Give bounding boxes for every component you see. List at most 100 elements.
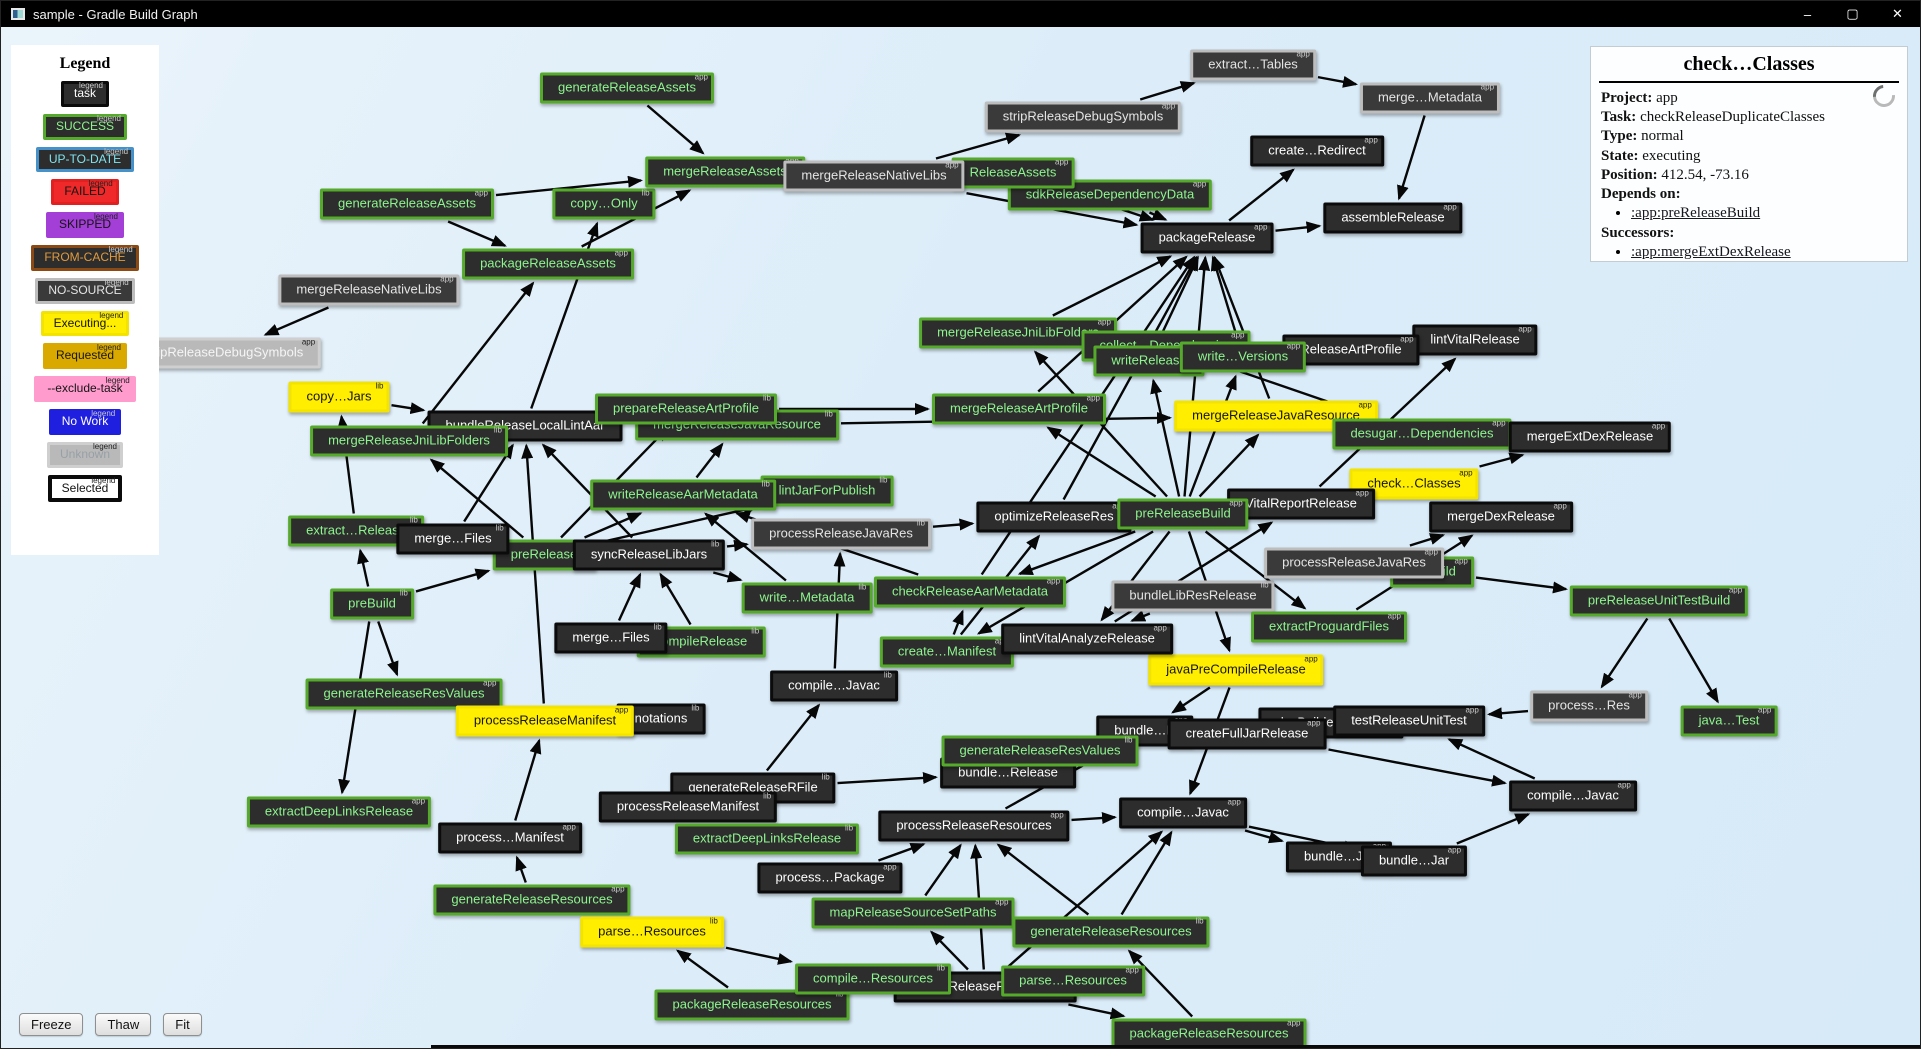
node-badge: app [1355,488,1369,498]
node-badge: app [483,678,497,688]
minimize-button[interactable]: – [1803,6,1812,22]
successors-list: :app:mergeExtDexRelease [1631,243,1897,263]
node-label: bundleLibResRelease [1129,587,1257,603]
node-badge: app [1287,1018,1301,1028]
depends-list: :app:preReleaseBuild [1631,204,1897,224]
node-label: VitalReportRelease [1245,495,1357,511]
node-badge: lib [762,393,771,403]
node-badge: app [1229,498,1243,508]
task-link[interactable]: :app:mergeExtDexRelease [1631,243,1791,260]
node-badge: legend [91,408,116,418]
task-link[interactable]: :app:preReleaseBuild [1631,205,1761,222]
node-badge: app [1492,418,1506,428]
title-bar: sample - Gradle Build Graph –▢✕ [1,1,1920,27]
node-badge: lib [495,523,504,533]
close-button[interactable]: ✕ [1892,6,1903,21]
node-badge: app [1296,49,1310,59]
node-label: preBuild [348,595,396,611]
node-badge: app [1097,317,1111,327]
node-badge: legend [108,244,133,254]
freeze-button[interactable]: Freeze [19,1013,84,1036]
node-label: create…Redirect [1268,142,1366,158]
node-label: extractDeepLinksRelease [692,830,842,846]
node-label: optimizeReleaseRes [994,508,1114,524]
graph-node-mergeReleaseAssets[interactable]: appmergeReleaseAssets [645,156,805,188]
graph-node-optimizeReleaseRes[interactable]: appoptimizeReleaseRes [976,501,1132,533]
node-badge: app [1307,718,1321,728]
node-label: notations [634,710,688,726]
fit-button[interactable]: Fit [163,1013,202,1036]
node-label: write…Versions [1197,348,1289,364]
depends-on-label: Depends on: [1601,185,1681,202]
node-label: mergeReleaseNativeLibs [296,281,442,297]
maximize-button[interactable]: ▢ [1846,6,1859,21]
node-label: generateReleaseAssets [557,79,697,95]
thaw-button[interactable]: Thaw [95,1013,152,1036]
